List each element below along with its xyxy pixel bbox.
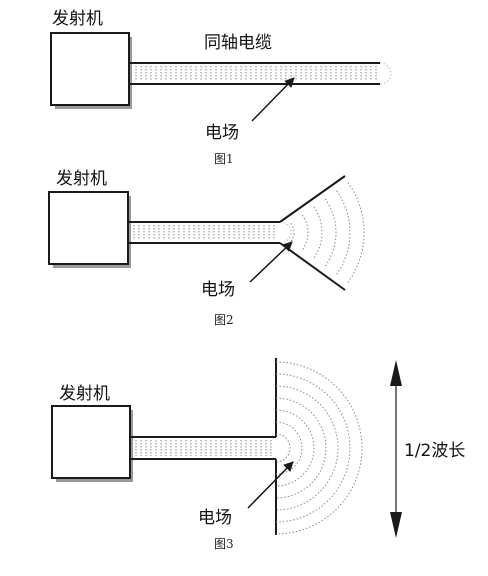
figure-3	[51, 358, 402, 538]
field-label: 电场	[198, 508, 232, 528]
field-arc	[275, 433, 291, 463]
field-ticks	[133, 225, 275, 240]
figure-caption: 图2	[214, 313, 234, 327]
field-arc	[347, 182, 365, 283]
coax-cable	[130, 436, 276, 460]
antenna-element-upper	[279, 175, 346, 223]
radiating-field-arcs	[275, 361, 363, 535]
field-arc	[313, 206, 323, 259]
antenna-element-lower	[279, 242, 346, 291]
transmitter-box	[48, 191, 129, 265]
transmitter-label: 发射机	[59, 384, 110, 404]
transmitter-box	[50, 32, 130, 106]
figure-1	[50, 32, 392, 122]
half-wavelength-dimension	[390, 360, 402, 538]
field-arc	[275, 373, 351, 523]
transmitter-label: 发射机	[52, 9, 103, 29]
figure-caption: 图1	[214, 152, 234, 166]
field-ticks	[135, 66, 377, 81]
field-arc	[336, 190, 351, 275]
field-arc	[275, 385, 339, 511]
field-arc	[301, 214, 309, 251]
field-arc	[324, 198, 337, 267]
field-ticks	[135, 440, 272, 456]
field-pointer-arrow	[247, 461, 294, 509]
field-label: 电场	[201, 280, 235, 300]
field-arc	[290, 222, 295, 243]
figure-caption: 图3	[214, 537, 234, 551]
field-pointer-arrow	[251, 77, 295, 122]
half-wavelength-label: 1/2波长	[404, 441, 466, 461]
transmitter-label: 发射机	[56, 169, 107, 189]
field-arc	[275, 397, 327, 499]
transmitter-box	[51, 405, 131, 479]
coax-cable	[130, 62, 392, 85]
field-arc	[275, 361, 363, 535]
field-label: 电场	[205, 123, 239, 143]
field-arc	[275, 409, 315, 487]
figure-2	[48, 175, 365, 291]
coax-cable-label: 同轴电缆	[204, 33, 272, 53]
coax-cable	[128, 221, 292, 244]
field-pointer-arrow	[249, 241, 293, 283]
radiating-field-arcs	[290, 182, 365, 283]
